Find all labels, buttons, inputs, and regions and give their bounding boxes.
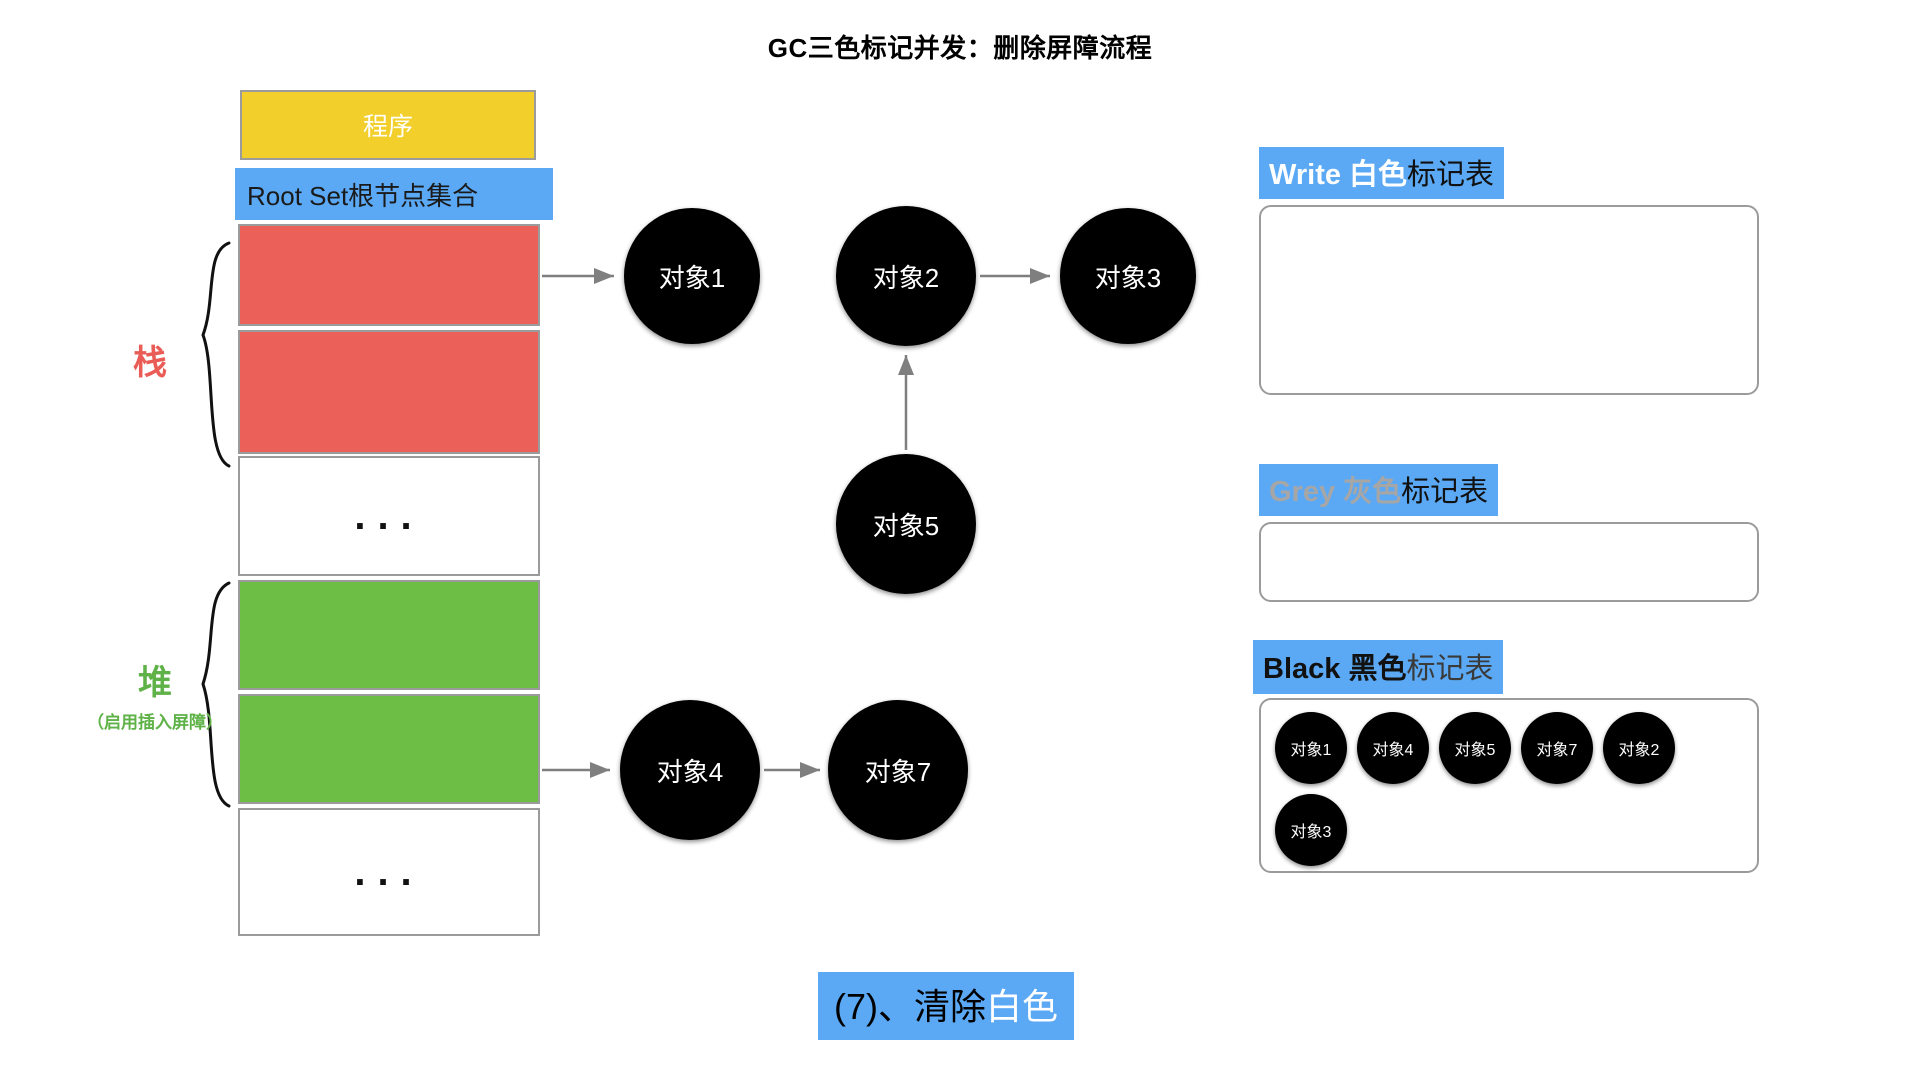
stack-label: 栈 [133,344,167,382]
caption-highlight: 白色 [986,986,1059,1027]
mark-table-chip[interactable]: 对象3 [1275,794,1347,866]
grey-mark-table-header: Grey 灰色 标记表 [1259,464,1499,516]
grey-table-accent-text: Grey 灰色 [1269,476,1402,508]
mark-table-chip[interactable]: 对象5 [1439,712,1511,784]
node-obj7[interactable]: 对象7 [828,700,968,840]
memory-cell-stack-slot-2 [238,330,540,454]
black-table-accent-text: Black 黑色 [1263,653,1407,685]
node-obj2[interactable]: 对象2 [836,206,976,346]
step-caption: (7)、清除白色 [818,972,1075,1040]
page-title: GC三色标记并发：删除屏障流程 [767,33,1153,63]
mark-table-chip[interactable]: 对象1 [1275,712,1347,784]
white-table-tail-text: 标记表 [1407,159,1495,191]
mark-table-chip[interactable]: 对象7 [1521,712,1593,784]
black-mark-table-header: Black 黑色 标记表 [1253,640,1504,694]
memory-cell-root-set: Root Set根节点集合 [235,168,553,220]
node-obj3[interactable]: 对象3 [1060,208,1196,344]
white-table-accent-text: Write 白色 [1269,159,1408,191]
memory-cell-heap-ellipsis: ... [238,808,540,936]
grey-mark-table-box [1259,522,1759,602]
memory-cell-program: 程序 [240,90,536,160]
mark-table-chip[interactable]: 对象2 [1603,712,1675,784]
heap-label: 堆 [138,664,172,702]
memory-cell-stack-ellipsis: ... [238,456,540,576]
memory-cell-stack-slot-1 [238,224,540,326]
heap-sublabel: （启用插入屏障） [87,713,223,732]
memory-cell-heap-slot-2 [238,694,540,804]
node-obj1[interactable]: 对象1 [624,208,760,344]
mark-table-chip[interactable]: 对象4 [1357,712,1429,784]
white-mark-table-header: Write 白色 标记表 [1259,147,1505,199]
black-table-tail-text: 标记表 [1406,653,1494,685]
node-obj5[interactable]: 对象5 [836,454,976,594]
memory-cell-heap-slot-1 [238,580,540,690]
grey-table-tail-text: 标记表 [1401,476,1489,508]
white-mark-table-box [1259,205,1759,395]
node-obj4[interactable]: 对象4 [620,700,760,840]
caption-prefix: (7)、清除 [834,986,986,1027]
